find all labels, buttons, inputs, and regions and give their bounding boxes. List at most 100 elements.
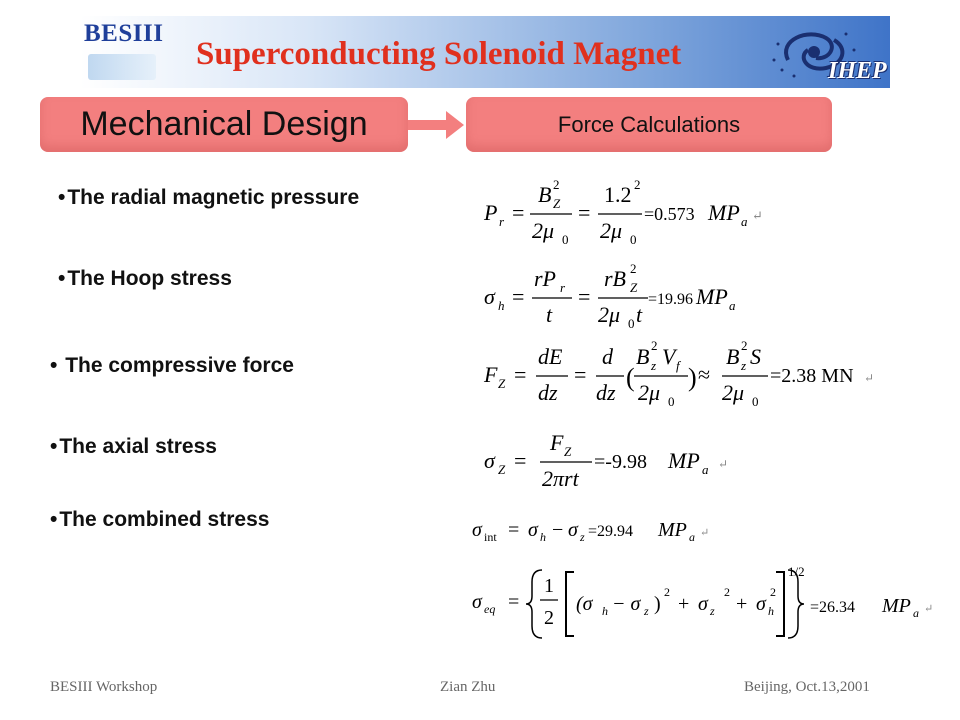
svg-text:↵: ↵ xyxy=(924,603,933,615)
svg-text:0: 0 xyxy=(668,394,675,409)
bullet-hoop-stress: •The Hoop stress xyxy=(58,267,232,291)
svg-text:=: = xyxy=(512,284,524,309)
bullet-axial-stress: •The axial stress xyxy=(50,435,217,459)
ihep-logo: IHEP xyxy=(768,20,887,86)
svg-text:h: h xyxy=(540,530,546,544)
svg-text:(: ( xyxy=(626,363,635,392)
equation-hoop-stress: σ h = rP r t = rB Z 2 2μ 0 t =19.96 MP a xyxy=(482,258,762,343)
svg-text:Z: Z xyxy=(498,376,506,391)
svg-text:=: = xyxy=(508,591,519,613)
svg-text:rB: rB xyxy=(604,266,626,291)
equation-combined-int: σ int = σ h − σ z =29.94 MP a ↵ xyxy=(470,510,710,551)
besiii-logo-text: BESIII xyxy=(84,20,164,47)
footer-location-date: Beijing, Oct.13,2001 xyxy=(744,679,870,695)
svg-text:MP: MP xyxy=(657,519,687,541)
svg-text:↵: ↵ xyxy=(700,527,709,539)
ihep-emblem-icon xyxy=(772,32,856,78)
svg-text:σ: σ xyxy=(484,284,496,309)
bullet-label: The combined stress xyxy=(59,508,270,531)
svg-text:0: 0 xyxy=(562,232,569,247)
svg-text:2μ: 2μ xyxy=(600,218,622,243)
svg-text:h: h xyxy=(768,604,774,618)
svg-text:V: V xyxy=(662,344,678,369)
svg-text:a: a xyxy=(689,530,695,544)
svg-text:σ: σ xyxy=(528,519,539,541)
equation-radial-pressure: P r = B Z 2 2μ 0 = 1.2 2 2μ 0 =0.573 MP … xyxy=(482,172,782,257)
bullet-icon: • xyxy=(50,508,58,531)
svg-text:2: 2 xyxy=(770,585,776,599)
svg-text:=2.38 MN: =2.38 MN xyxy=(770,365,854,387)
svg-text:2μ: 2μ xyxy=(722,380,744,405)
page-title: Superconducting Solenoid Magnet xyxy=(196,36,682,72)
svg-text:0: 0 xyxy=(752,394,759,409)
svg-text:S: S xyxy=(750,344,761,369)
svg-text:dz: dz xyxy=(538,380,558,405)
bullet-icon: • xyxy=(50,354,58,377)
svg-text:σ: σ xyxy=(568,519,579,541)
footer-workshop: BESIII Workshop xyxy=(50,679,158,695)
bullet-compressive-force: • The compressive force xyxy=(50,354,294,378)
svg-text:σ: σ xyxy=(472,519,483,541)
svg-text:MP: MP xyxy=(695,284,728,309)
svg-text:z: z xyxy=(650,358,656,373)
svg-text:dE: dE xyxy=(538,344,563,369)
bullet-icon: • xyxy=(50,435,58,458)
svg-text:MP: MP xyxy=(667,448,700,473)
svg-text:2πrt: 2πrt xyxy=(542,466,580,491)
svg-text:=-9.98: =-9.98 xyxy=(594,451,647,473)
svg-text:+: + xyxy=(736,593,747,615)
svg-text:=29.94: =29.94 xyxy=(588,523,633,540)
svg-text:↵: ↵ xyxy=(718,457,728,471)
svg-text:σ: σ xyxy=(756,593,767,615)
svg-text:σ: σ xyxy=(484,448,496,473)
bullet-label: The compressive force xyxy=(59,354,294,377)
svg-text:h: h xyxy=(498,298,505,313)
svg-text:B: B xyxy=(636,344,649,369)
footer-author: Zian Zhu xyxy=(440,679,496,695)
svg-text:2: 2 xyxy=(544,607,554,629)
svg-text:=: = xyxy=(574,362,586,387)
section-tab-label: Mechanical Design xyxy=(80,105,368,143)
svg-text:↵: ↵ xyxy=(864,371,874,385)
svg-text:−: − xyxy=(552,519,563,541)
bullet-radial-pressure: •The radial magnetic pressure xyxy=(58,186,359,210)
flow-arrow-icon xyxy=(408,111,464,139)
svg-text:↵: ↵ xyxy=(752,208,763,223)
svg-text:rP: rP xyxy=(534,266,556,291)
subsection-tab-force-calculations: Force Calculations xyxy=(466,97,832,152)
section-tab-mechanical-design: Mechanical Design xyxy=(40,97,408,152)
svg-text:f: f xyxy=(676,358,682,373)
equation-combined-eq: σ eq = 1 2 (σ h − σ z ) 2 + σ z 2 + σ h … xyxy=(470,562,940,647)
svg-text:h: h xyxy=(602,604,608,618)
svg-text:F: F xyxy=(483,362,498,387)
equation-compressive-force: F Z = dE dz = d dz ( B z 2 V f 2μ 0 ) ≈ … xyxy=(482,338,876,419)
svg-text:Z: Z xyxy=(498,462,506,477)
svg-text:2μ: 2μ xyxy=(638,380,660,405)
svg-text:r: r xyxy=(560,280,566,295)
svg-text:1.2: 1.2 xyxy=(604,182,632,207)
svg-text:a: a xyxy=(702,462,709,477)
svg-text:t: t xyxy=(636,302,643,327)
svg-text:MP: MP xyxy=(881,595,911,617)
svg-text:z: z xyxy=(643,604,649,618)
svg-text:=0.573: =0.573 xyxy=(644,204,695,224)
svg-text:B: B xyxy=(538,182,551,207)
svg-text:): ) xyxy=(654,593,661,615)
svg-text:Z: Z xyxy=(564,444,572,459)
svg-text:eq: eq xyxy=(484,602,495,616)
ihep-logo-text: IHEP xyxy=(828,58,887,84)
svg-text:≈: ≈ xyxy=(698,362,710,387)
svg-text:=: = xyxy=(508,519,519,541)
svg-text:z: z xyxy=(579,530,585,544)
svg-text:2: 2 xyxy=(630,261,637,276)
bullet-icon: • xyxy=(58,186,66,209)
svg-text:2: 2 xyxy=(553,177,560,192)
svg-text:2: 2 xyxy=(664,585,670,599)
svg-text:a: a xyxy=(741,214,748,229)
svg-text:2μ: 2μ xyxy=(598,302,620,327)
svg-text:2: 2 xyxy=(724,585,730,599)
svg-text:σ: σ xyxy=(698,593,709,615)
svg-text:=19.96: =19.96 xyxy=(648,291,693,308)
svg-text:dz: dz xyxy=(596,380,616,405)
svg-text:a: a xyxy=(729,298,736,313)
